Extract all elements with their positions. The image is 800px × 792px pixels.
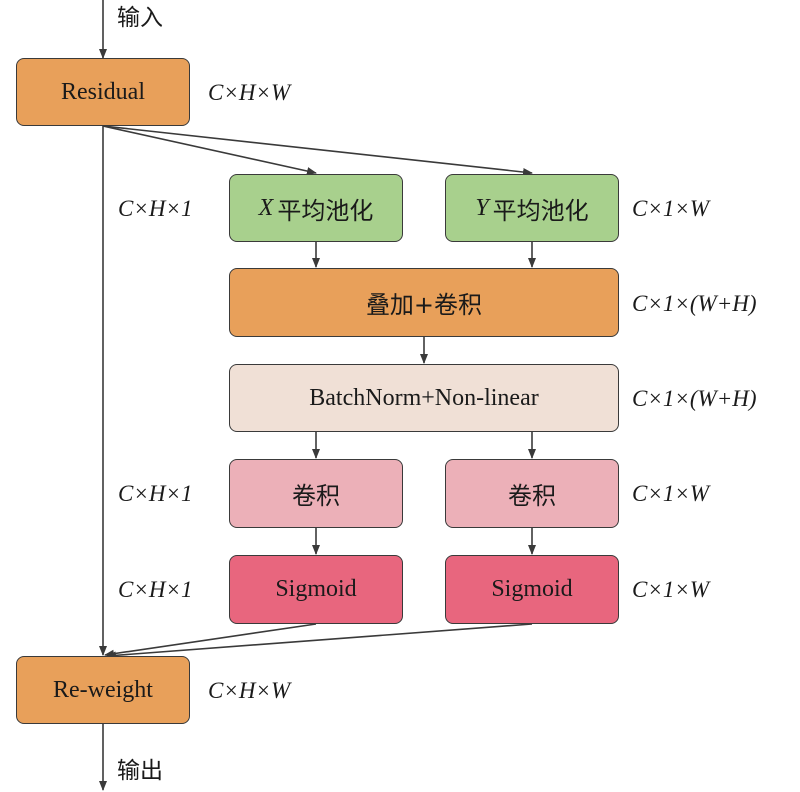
input-label: 输入 xyxy=(117,5,163,31)
batchnorm-nonlinear-dims: C×1×(W+H) xyxy=(632,386,757,411)
y-avg-pool-block: Y 平均池化 xyxy=(445,174,619,242)
concat-conv-dims: C×1×(W+H) xyxy=(632,291,757,316)
concat-conv-label: 叠加+卷积 xyxy=(365,291,483,319)
x-pool-label: 平均池化 xyxy=(277,196,374,225)
reweight-block: Re-weight xyxy=(16,656,190,724)
batchnorm-nonlinear-block: BatchNorm+Non-linear xyxy=(229,364,619,432)
conv-left-dims: C×H×1 xyxy=(118,481,193,506)
sigmoid-right-block: Sigmoid xyxy=(445,555,619,624)
batchnorm-nonlinear-label: BatchNorm+Non-linear xyxy=(309,384,539,411)
conv-left-block: 卷积 xyxy=(229,459,403,528)
residual-label: Residual xyxy=(61,78,145,105)
reweight-label: Re-weight xyxy=(53,676,153,703)
conv-right-label: 卷积 xyxy=(508,482,556,510)
sigmoid-right-dims: C×1×W xyxy=(632,577,710,602)
sigmoid-right-label: Sigmoid xyxy=(491,576,573,602)
output-label: 输出 xyxy=(117,758,163,784)
arrow-residual-to-x-pool xyxy=(102,125,317,175)
x-avg-pool-block: X 平均池化 xyxy=(229,174,403,242)
conv-right-block: 卷积 xyxy=(445,459,619,528)
arrow-sigmoid-left-to-reweight xyxy=(104,623,317,658)
sigmoid-left-label: Sigmoid xyxy=(275,576,357,602)
conv-right-dims: C×1×W xyxy=(632,481,710,506)
x-pool-dims: C×H×1 xyxy=(118,196,193,221)
y-pool-label: 平均池化 xyxy=(492,196,589,225)
y-pool-axis-label: Y xyxy=(475,194,489,221)
residual-dims: C×H×W xyxy=(208,80,291,105)
arrow-sigmoid-right-to-reweight xyxy=(106,623,533,660)
sigmoid-left-block: Sigmoid xyxy=(229,555,403,624)
sigmoid-left-dims: C×H×1 xyxy=(118,577,193,602)
residual-block: Residual xyxy=(16,58,190,126)
arrow-residual-to-y-pool xyxy=(102,125,533,176)
concat-conv-block: 叠加+卷积 xyxy=(229,268,619,337)
conv-left-label: 卷积 xyxy=(292,482,340,510)
x-pool-axis-label: X xyxy=(258,194,274,221)
y-pool-dims: C×1×W xyxy=(632,196,710,221)
reweight-dims: C×H×W xyxy=(208,678,291,703)
